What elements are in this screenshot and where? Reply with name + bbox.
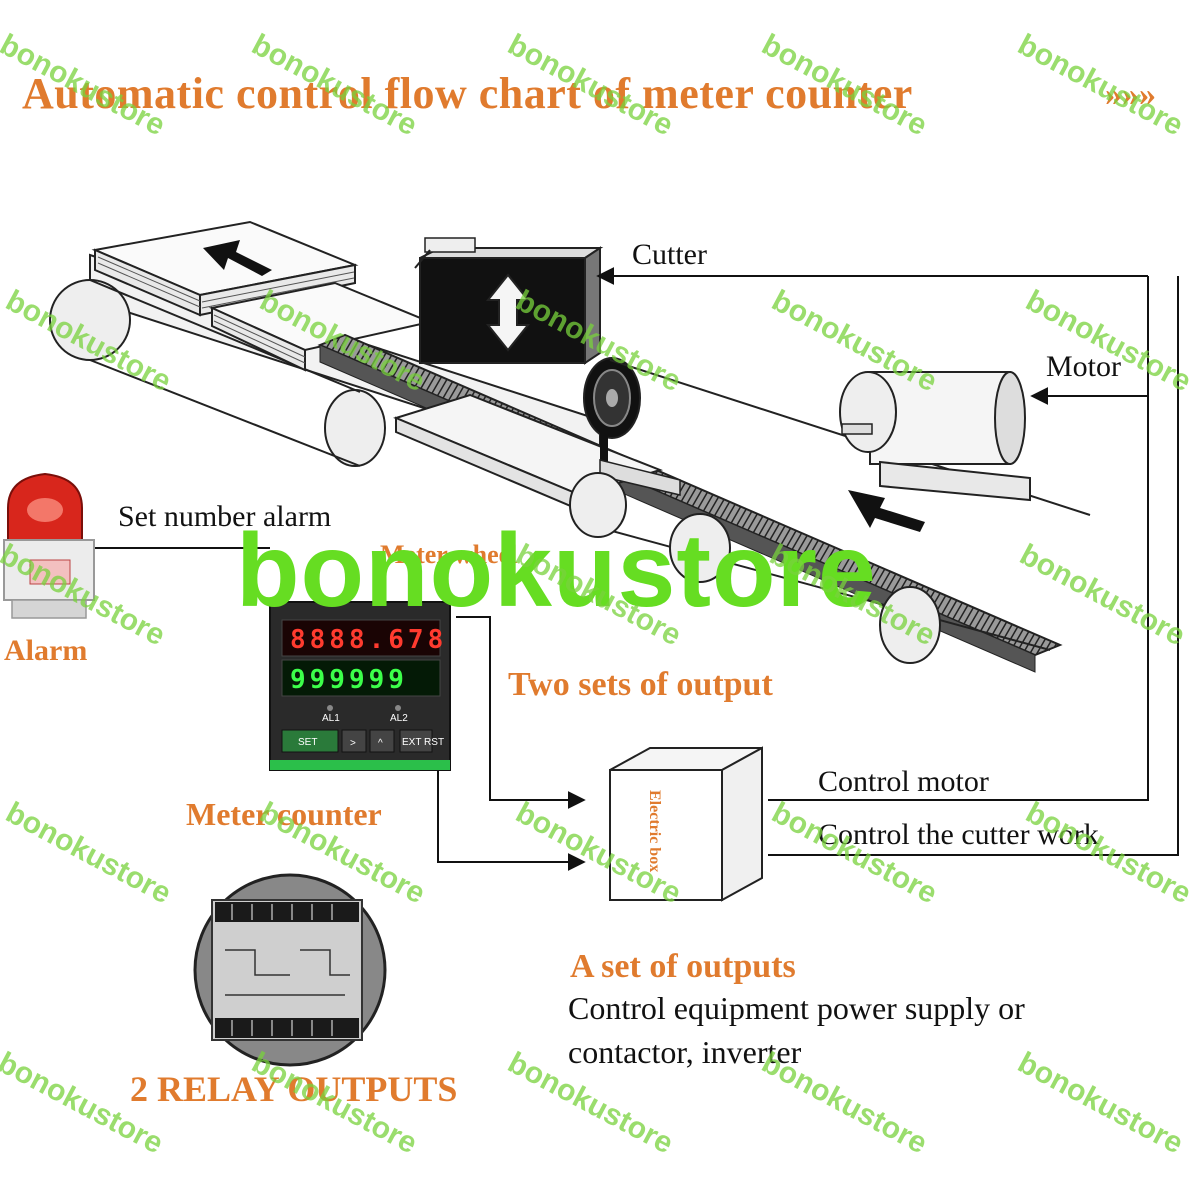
indicator-al2: AL2 <box>390 713 408 724</box>
alarm-label: Alarm <box>4 634 88 667</box>
set-number-alarm-label: Set number alarm <box>118 500 332 533</box>
connection-lines <box>95 267 1179 871</box>
electric-box: Electric box <box>609 746 763 902</box>
indicator-al1: AL1 <box>322 713 340 724</box>
alarm-light-icon <box>3 472 95 619</box>
control-motor-label: Control motor <box>818 765 989 798</box>
meter-wheel-label: Meter wheel <box>380 540 518 569</box>
meter-counter-label: Meter counter <box>186 796 382 832</box>
cutting-table <box>393 393 664 512</box>
page-title: Automatic control flow chart of meter co… <box>22 69 913 118</box>
relay-outputs-label: 2 RELAY OUTPUTS <box>130 1069 458 1109</box>
counter-ext-rst-button: EXT RST <box>402 737 444 748</box>
counter-shift-button: > <box>350 738 356 749</box>
paper-stack-right <box>208 281 434 372</box>
title-arrows-icon: »»» <box>1105 76 1156 113</box>
counter-set-button: SET <box>298 737 317 748</box>
control-cutter-line <box>768 276 1179 856</box>
double-arrow-icon <box>485 273 531 352</box>
up-arrow-icon <box>203 240 272 276</box>
output-line-1 <box>456 616 586 809</box>
control-motor-line <box>768 276 1149 801</box>
conveyor-direction-arrow-icon <box>848 490 925 532</box>
output-line-2 <box>437 770 586 871</box>
counter-bottom-display: 999999 <box>290 665 408 695</box>
counter-top-display: 8888.678 <box>290 625 447 655</box>
cutter-label: Cutter <box>632 238 707 271</box>
control-cutter-label: Control the cutter work <box>818 818 1099 851</box>
counter-top-display-text: 8888.678 <box>290 625 447 655</box>
relay-output-photo <box>193 873 387 1067</box>
electric-box-label: Electric box <box>646 790 663 872</box>
motor-label: Motor <box>1046 350 1121 383</box>
a-set-description-line2: contactor, inverter <box>568 1034 802 1070</box>
a-set-of-outputs-label: A set of outputs <box>570 948 796 985</box>
counter-bottom-display-text: 999999 <box>290 665 408 695</box>
two-sets-output-label: Two sets of output <box>508 666 773 703</box>
a-set-description-line1: Control equipment power supply or <box>568 990 1025 1026</box>
watermark-large: bonokustore <box>236 513 877 629</box>
meter-counter-device <box>269 601 451 771</box>
counter-up-button: ^ <box>378 738 383 749</box>
meter-wheel <box>583 357 681 496</box>
motor <box>839 371 1031 502</box>
